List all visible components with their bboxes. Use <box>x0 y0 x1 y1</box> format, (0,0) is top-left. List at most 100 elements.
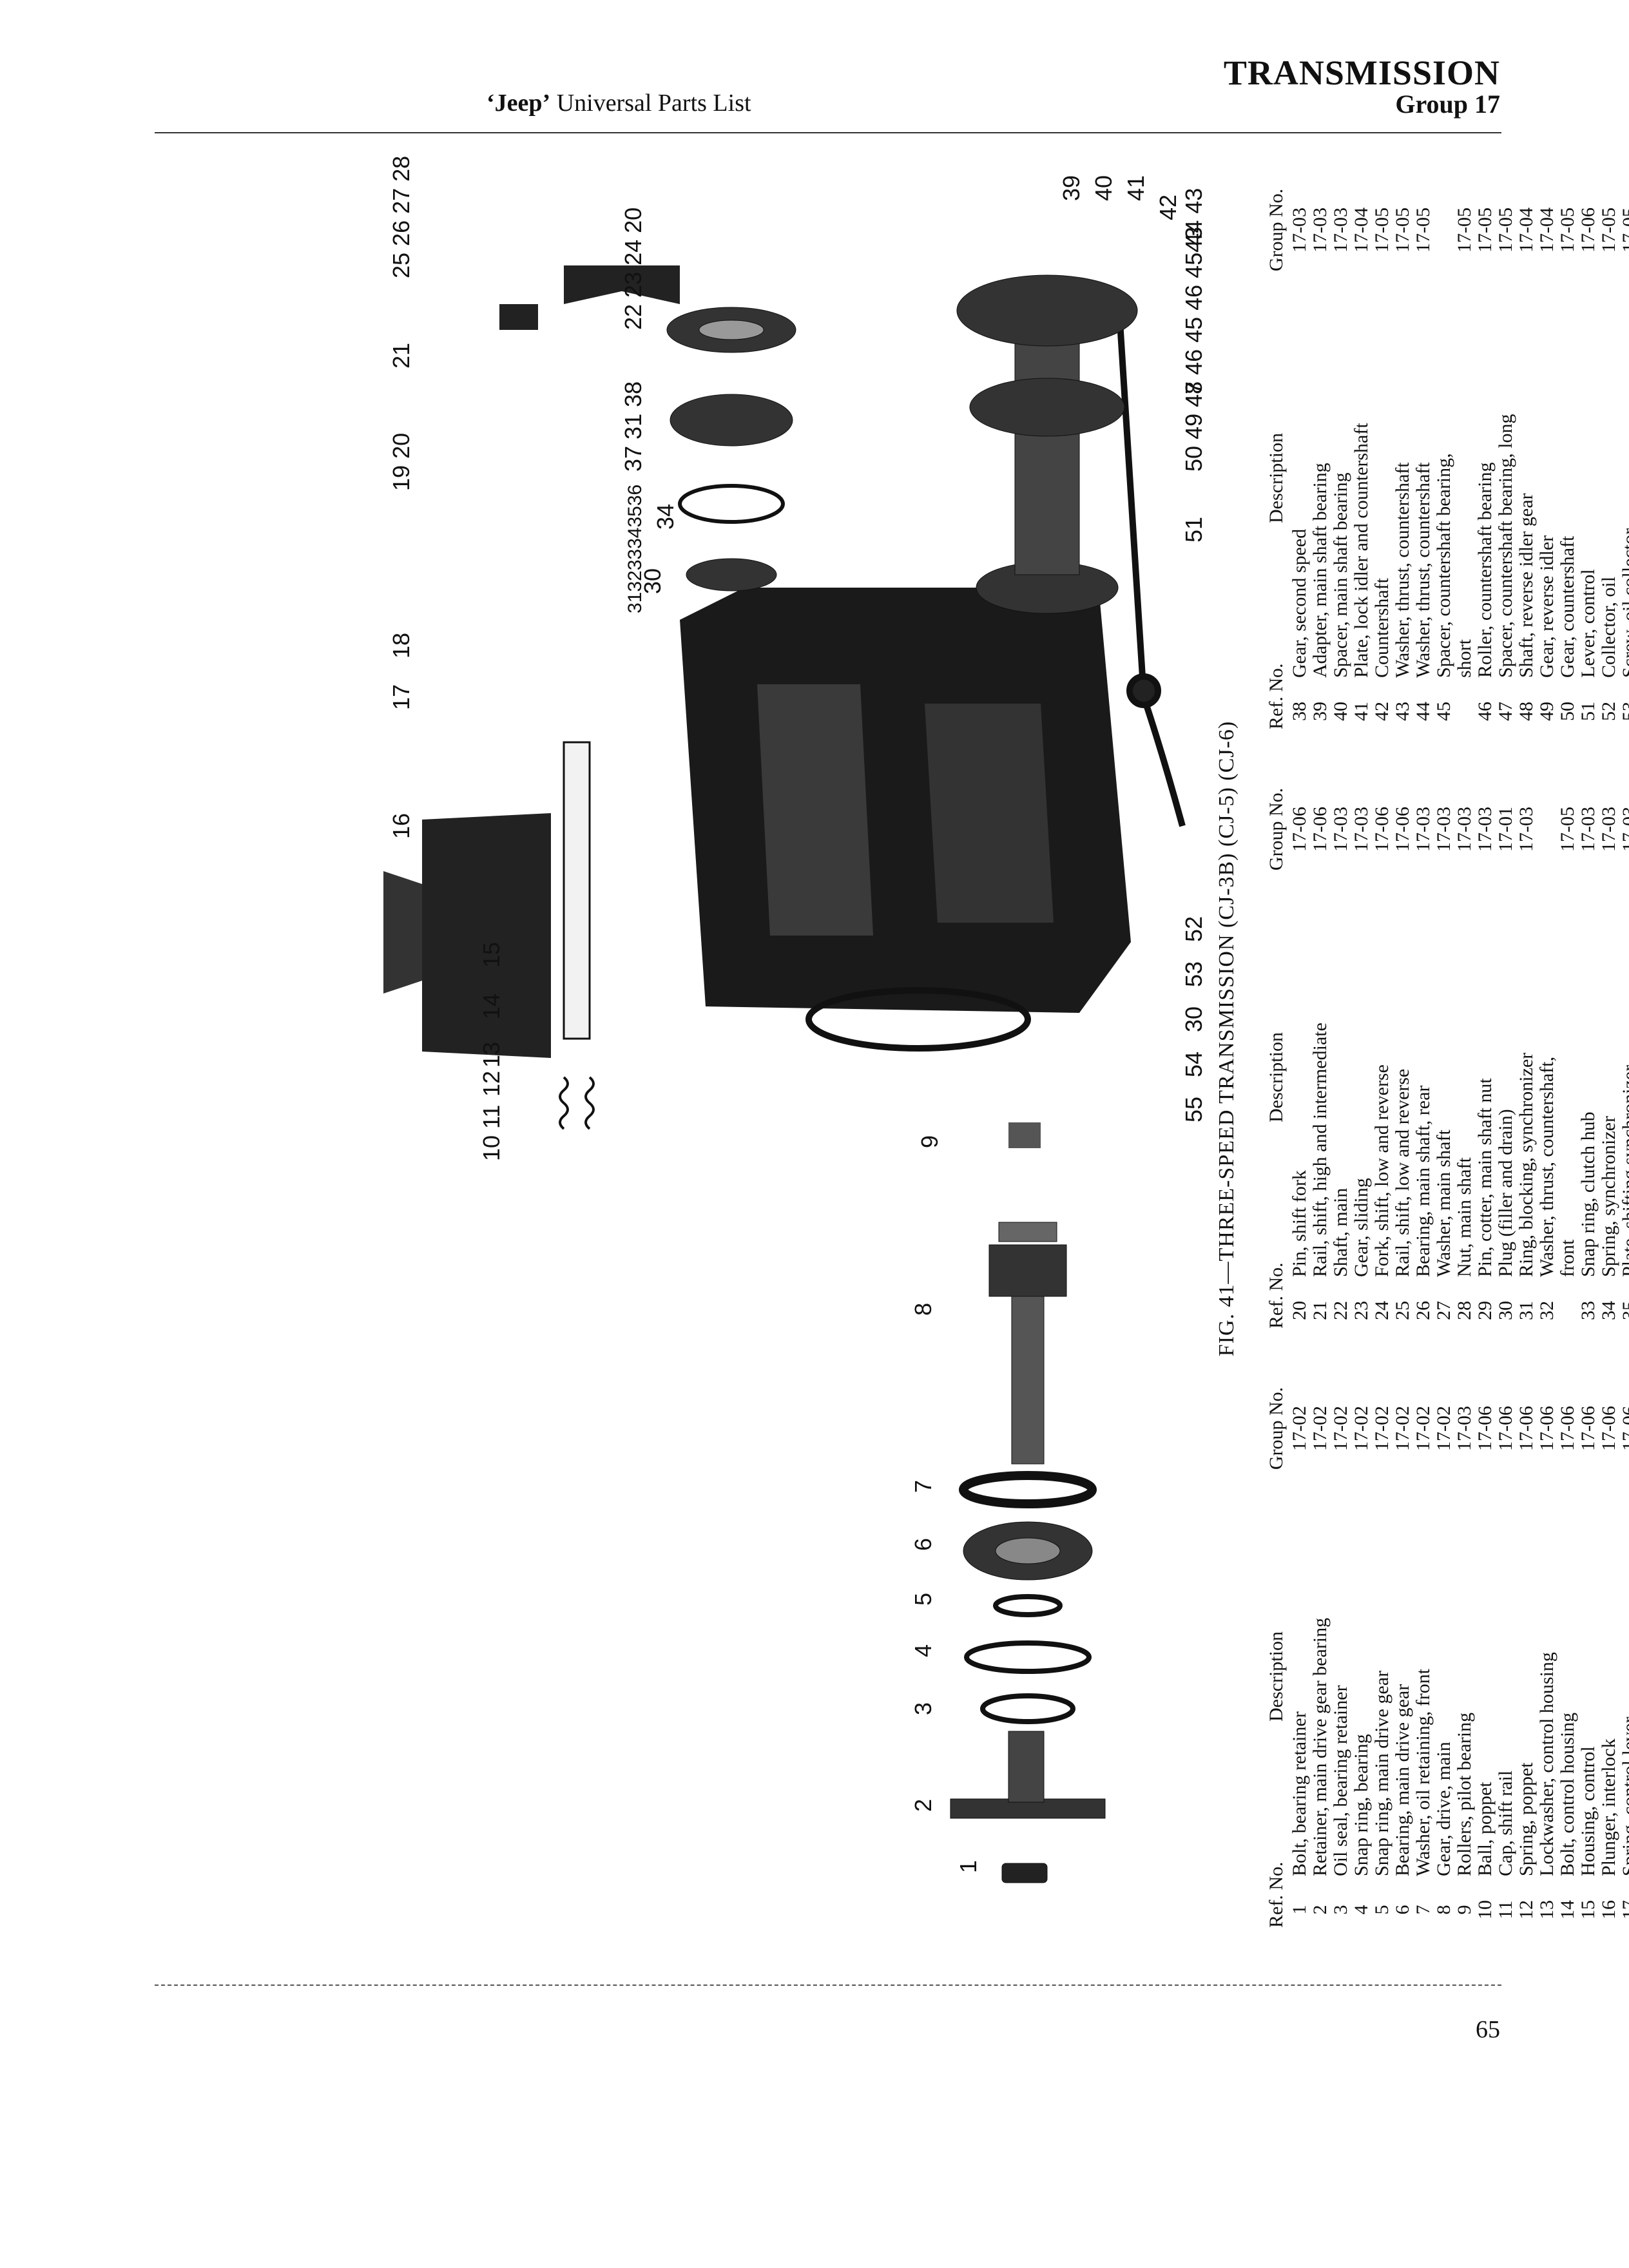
callout: 1 <box>955 1860 981 1873</box>
group-no: 17-06 <box>1516 1406 1537 1451</box>
ref-no: 10 <box>1474 1900 1496 1919</box>
callout: 52 <box>1181 916 1207 942</box>
ref-no: 43 <box>1392 702 1413 721</box>
group-no: 17-03 <box>1454 1406 1475 1451</box>
ref-no: 27 <box>1433 1301 1454 1320</box>
rotated-content: 1 2 3 4 5 6 7 8 9 10 11 12 13 14 15 16 1… <box>371 149 1629 1928</box>
description: Bolt, bearing retainer <box>1289 1711 1310 1876</box>
jeep-brand: ‘Jeep’ <box>487 90 551 117</box>
callout: 34 <box>652 504 679 530</box>
description: Spacer, countershaft bearing, <box>1434 453 1454 678</box>
description: Spacer, countershaft bearing, long <box>1496 414 1516 678</box>
description: Oil seal, bearing retainer <box>1331 1685 1351 1876</box>
group-no: 17-02 <box>1309 1406 1331 1451</box>
callouts-bottom: 55 54 30 53 52 30 51 50 49 48 47 46 45 4… <box>639 175 1207 1122</box>
main-drive-bearing <box>963 1521 1093 1581</box>
description: Plate, shifting synchronizer <box>1619 1064 1629 1277</box>
group-no: 17-06 <box>1619 1406 1629 1451</box>
description: Lever, control <box>1578 569 1599 678</box>
description: Fork, shift, low and reverse <box>1372 1064 1393 1277</box>
ref-no: 46 <box>1474 702 1496 721</box>
description: Adapter, main shaft bearing <box>1310 463 1331 678</box>
description: Bolt, control housing <box>1557 1712 1578 1876</box>
group-no: 17-03 <box>1351 807 1372 852</box>
control-lever <box>1115 291 1186 827</box>
callout: 8 <box>910 1303 936 1316</box>
header-grp: Group No. <box>1266 188 1287 272</box>
callouts-top: 1 2 3 4 5 6 7 8 9 10 11 12 13 14 15 16 1… <box>388 149 981 1873</box>
callout: 30 <box>1181 1006 1207 1032</box>
front-bearing-retainer <box>950 1731 1106 1883</box>
callout: 18 <box>388 633 414 658</box>
callout: 37 31 38 <box>620 381 646 472</box>
description: Nut, main shaft <box>1454 1157 1475 1277</box>
ref-no: 53 <box>1619 702 1629 721</box>
header-ref: Ref. No. <box>1266 1861 1287 1928</box>
ref-no: 31 <box>1516 1301 1537 1320</box>
group-no: 17-05 <box>1371 207 1393 253</box>
ref-no: 51 <box>1577 702 1599 721</box>
header-grp: Group No. <box>1266 1387 1287 1470</box>
callout: 41 <box>1123 175 1149 201</box>
group-no: 17-03 <box>1330 207 1351 253</box>
description: Washer, thrust, countershaft, <box>1537 1056 1557 1277</box>
callout: 22 23 24 20 <box>620 207 646 330</box>
group-no: 17-04 <box>1516 207 1537 253</box>
description: Rail, shift, low and reverse <box>1393 1068 1413 1277</box>
ref-no: 28 <box>1454 1301 1475 1320</box>
callout: 16 <box>388 813 414 839</box>
description: Plug (filler and drain) <box>1496 1109 1516 1277</box>
group-no: 17-06 <box>1557 1406 1578 1451</box>
section-title: TRANSMISSION <box>1223 53 1500 92</box>
callout: 6 <box>910 1538 936 1551</box>
callout: 13 <box>478 1042 505 1068</box>
callout: 4 <box>910 1644 936 1657</box>
description: Pin, cotter, main shaft nut <box>1475 1078 1496 1277</box>
ref-no: 41 <box>1351 702 1372 721</box>
callout: 21 <box>388 343 414 369</box>
description: Washer, thrust, countershaft <box>1413 462 1434 678</box>
ref-no: 15 <box>1577 1900 1599 1919</box>
callout: 12 <box>478 1071 505 1097</box>
description: Spring, control lever <box>1619 1716 1629 1876</box>
description: Gear, reverse idler <box>1537 535 1557 678</box>
callout: 7 <box>910 1480 936 1493</box>
group-no: 17-03 <box>1598 807 1619 852</box>
ref-no: 22 <box>1330 1301 1351 1320</box>
description: Snap ring, bearing <box>1351 1734 1372 1876</box>
group-no: 17-06 <box>1598 1406 1619 1451</box>
ref-no: 42 <box>1371 702 1393 721</box>
callout: 3 <box>910 1702 936 1715</box>
control-housing <box>383 741 591 1058</box>
description: Rollers, pilot bearing <box>1454 1712 1475 1876</box>
header-ref: Ref. No. <box>1266 663 1287 729</box>
ref-no: 33 <box>1577 1301 1599 1320</box>
description: front <box>1557 1239 1578 1277</box>
figure-caption: FIG. 41—THREE-SPEED TRANSMISSION (CJ-3B)… <box>1215 720 1239 1357</box>
callout: 55 <box>1181 1097 1207 1122</box>
ref-no: 8 <box>1433 1905 1454 1915</box>
group-no: 17-06 <box>1495 1406 1516 1451</box>
ref-no: 6 <box>1392 1905 1413 1915</box>
group-no: 17-05 <box>1412 207 1434 253</box>
callout: 53 <box>1181 961 1207 987</box>
ref-no: 1 <box>1289 1905 1310 1915</box>
